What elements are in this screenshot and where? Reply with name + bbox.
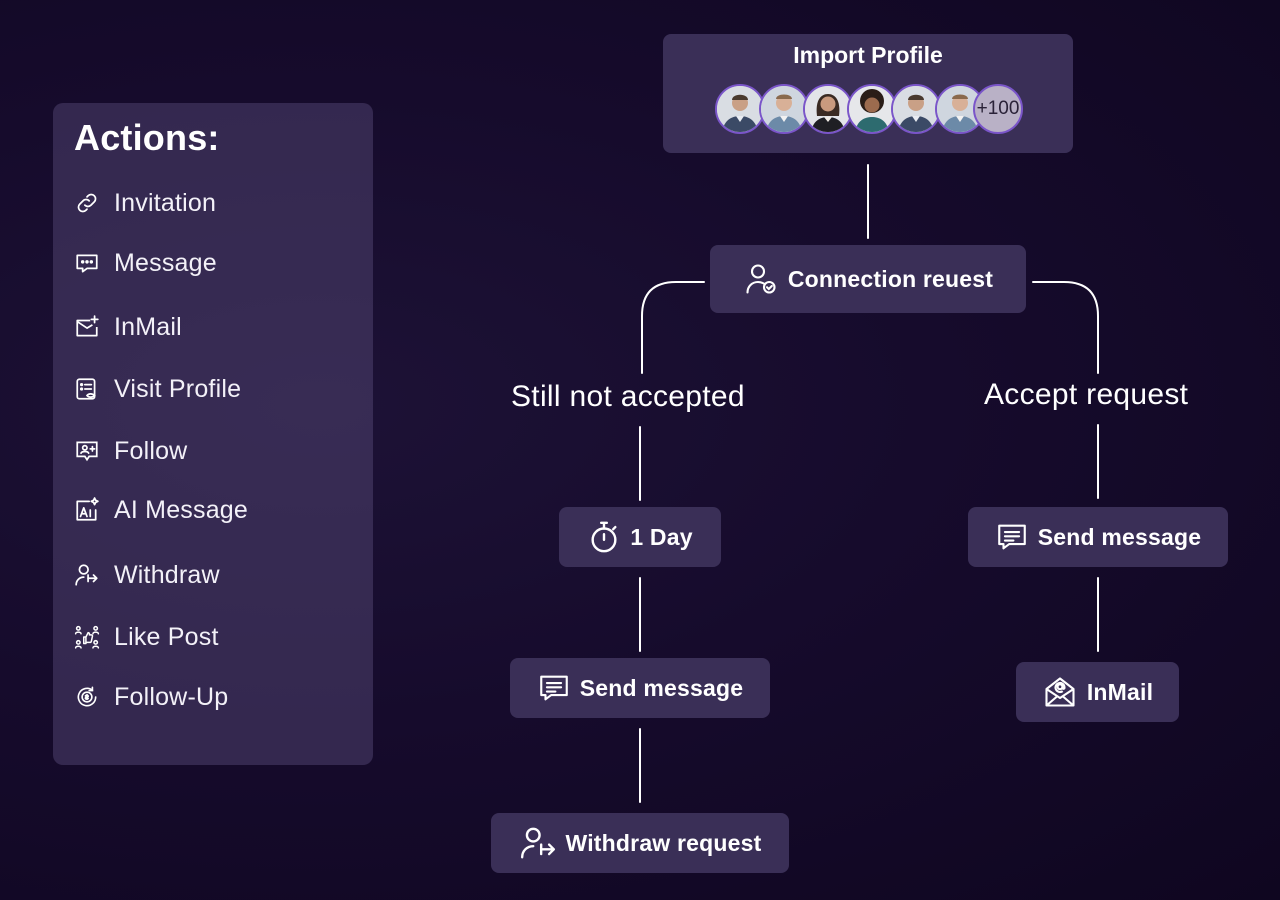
avatar [891,84,941,134]
chat-bubble-icon [73,249,101,277]
avatar [715,84,765,134]
send-message-node-right[interactable]: Send message [968,507,1228,567]
actions-title: Actions: [74,117,220,158]
message-lines-icon [995,520,1029,554]
action-follow-up[interactable]: Follow-Up [73,680,228,714]
action-visit-profile[interactable]: Visit Profile [73,372,241,406]
follow-card-icon [73,437,101,465]
action-invitation[interactable]: Invitation [73,186,216,220]
connection-request-label: Connection reuest [787,265,994,292]
user-withdraw-icon [519,824,557,862]
user-withdraw-icon [73,561,101,589]
inmail-node[interactable]: InMail [1016,662,1179,722]
follow-up-icon [73,683,101,711]
profile-eye-icon [73,375,101,403]
import-profile-node[interactable]: Import Profile +100 [663,34,1073,153]
action-label: AI Message [114,495,249,524]
ai-sparkle-icon [73,496,101,524]
envelope-at-icon [1042,674,1078,710]
connection-request-node[interactable]: Connection reuest [710,245,1026,313]
import-profile-title: Import Profile [793,42,943,68]
action-label: Withdraw [114,560,220,589]
avatar [803,84,853,134]
action-label: InMail [114,312,182,341]
message-lines-icon [537,671,571,705]
action-inmail[interactable]: InMail [73,310,182,344]
send-message-node-left[interactable]: Send message [510,658,770,718]
send-message-label: Send message [579,674,744,701]
like-post-icon [73,623,101,651]
avatar-more-count: +100 [973,84,1023,134]
mail-plus-icon [73,313,101,341]
user-check-icon [743,261,779,297]
action-label: Follow [114,436,188,465]
send-message-label: Send message [1037,523,1202,550]
branch-label-accept: Accept request [984,378,1189,411]
delay-node[interactable]: 1 Day [559,507,721,567]
action-label: Message [114,248,217,277]
branch-label-not-accepted: Still not accepted [511,380,745,413]
action-label: Like Post [114,622,219,651]
link-icon [73,189,101,217]
action-label: Invitation [114,188,217,217]
avatar [847,84,897,134]
action-withdraw[interactable]: Withdraw [73,558,220,592]
withdraw-request-node[interactable]: Withdraw request [491,813,789,873]
delay-label: 1 Day [630,523,693,550]
action-ai-message[interactable]: AI Message [73,493,248,527]
avatar [759,84,809,134]
withdraw-request-label: Withdraw request [565,829,762,856]
inmail-label: InMail [1086,678,1154,705]
action-label: Visit Profile [114,374,242,403]
timer-icon [587,520,621,554]
action-message[interactable]: Message [73,246,217,280]
actions-panel: Actions: Invitation Message InMail Visit… [53,103,373,765]
action-like-post[interactable]: Like Post [73,620,219,654]
action-follow[interactable]: Follow [73,434,187,468]
action-label: Follow-Up [114,682,229,711]
